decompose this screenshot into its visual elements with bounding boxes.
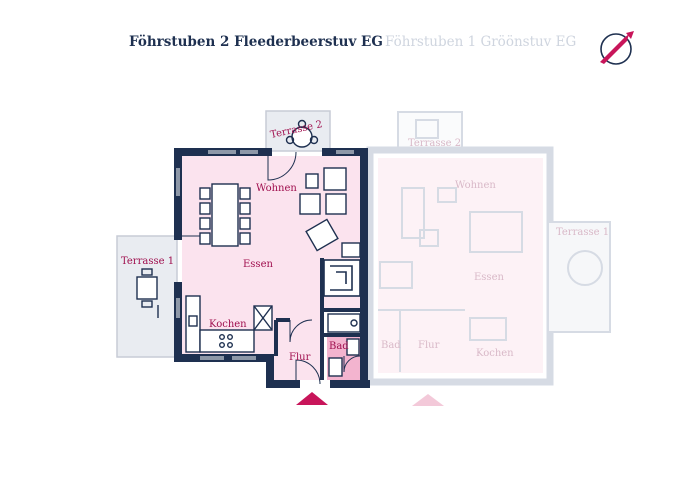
compass-needle-logo-icon [600,31,634,65]
window-lines [177,151,354,359]
terrace-1-furniture [136,268,159,318]
door-swings [178,151,361,385]
ghost-label-kochen: Kochen [476,348,514,359]
ghost-floor-plan[interactable] [366,111,611,386]
label-bad: Bad [329,341,349,352]
staircase [323,259,361,297]
ghost-label-essen: Essen [474,272,504,283]
terrace-1-area[interactable] [116,235,178,358]
terrace-2-furniture [285,119,319,148]
ghost-label-flur: Flur [418,340,440,351]
interior-walls [274,258,364,380]
kitchen-counter [185,295,273,353]
dining-set [199,183,251,247]
ghost-label-bad: Bad [381,340,401,351]
tab-foehrstuben-2[interactable]: Föhrstuben 2 Fleederbeerstuv EG [129,34,383,50]
living-furniture [299,167,361,258]
label-essen: Essen [243,259,273,270]
tab-foehrstuben-1[interactable]: Föhrstuben 1 Gröönstuv EG [385,34,577,50]
ghost-label-terrasse-1: Terrasse 1 [556,227,609,238]
ghost-label-wohnen: Wohnen [455,180,496,191]
ghost-entrance-marker [412,394,444,406]
ghost-label-terrasse-2: Terrasse 2 [408,138,461,149]
entrance-marker-icon [296,392,328,405]
label-wohnen: Wohnen [256,183,297,194]
ghost-labels: Wohnen Essen Kochen Flur Bad Terrasse 1 … [381,138,609,359]
label-flur: Flur [289,352,311,363]
label-kochen: Kochen [209,319,247,330]
bathroom-fixtures [327,313,361,377]
label-terrasse-1: Terrasse 1 [121,256,174,267]
